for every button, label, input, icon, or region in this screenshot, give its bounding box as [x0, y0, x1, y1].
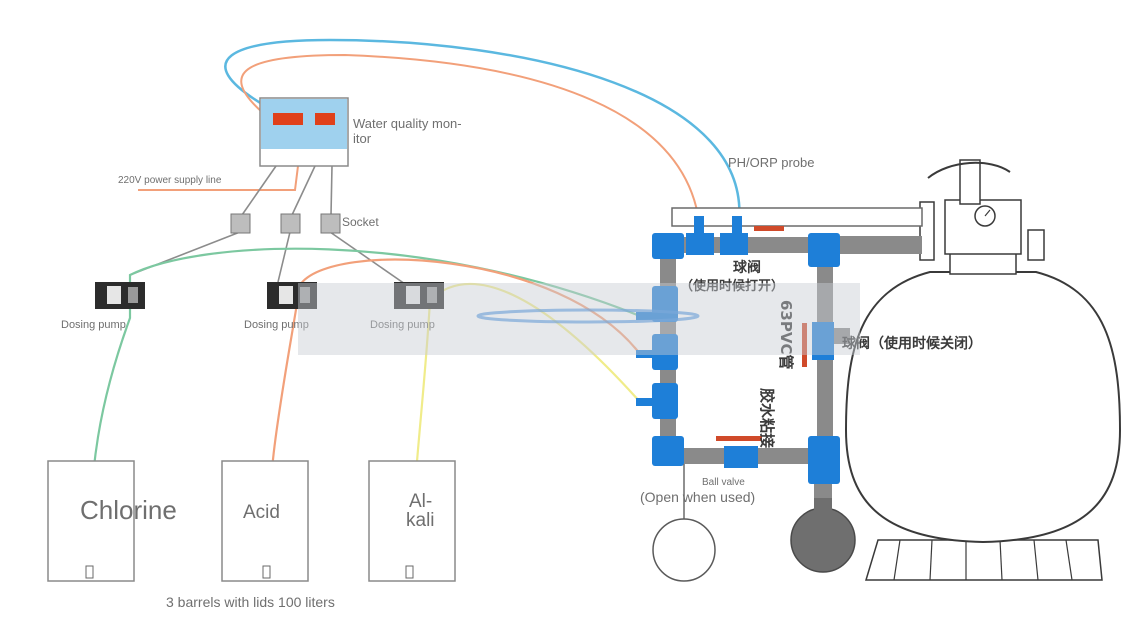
power-supply-line [138, 165, 299, 191]
right-drain-bulb [790, 507, 856, 573]
top-valve-handle [754, 226, 784, 231]
sand-filter [844, 159, 1122, 581]
socket-label: Socket [342, 215, 379, 229]
pump-1-label: Dosing pump [61, 319, 126, 331]
pump-2-label: Dosing pump [244, 319, 309, 331]
sockets [230, 213, 341, 234]
socket-1 [230, 213, 251, 234]
socket-wires [129, 165, 406, 285]
right-valve-handle [802, 323, 807, 367]
dosing-pump-2 [267, 282, 317, 309]
barrel-chlorine [47, 460, 135, 582]
top-ball-valve-label: 球阀 [733, 259, 761, 276]
dosing-pump-3 [394, 282, 444, 309]
bottom-valve-handle [716, 436, 762, 441]
barrel-acid-label: Acid [243, 502, 280, 523]
pvc-note-line1: 63PVC管 [777, 300, 795, 370]
power-line-label: 220V power supply line [118, 175, 222, 186]
ball-valve-handles [716, 226, 807, 441]
barrel-alkali [368, 460, 456, 582]
probe-cable-orange [240, 53, 701, 231]
pump-3-label: Dosing pump [370, 319, 435, 331]
barrel-alkali-label-line1: Al- [409, 491, 432, 512]
probe-cable-blue [224, 38, 741, 231]
barrels-caption: 3 barrels with lids 100 liters [166, 594, 335, 610]
monitor-display-left [273, 113, 303, 125]
left-drain-bulb [652, 518, 716, 582]
barrel-chlorine-label: Chlorine [80, 495, 177, 525]
loop-to-filter-pipe [840, 236, 922, 254]
top-ball-valve-note: （使用时候打开） [680, 278, 784, 294]
monitor-label-line1: Water quality mon- [353, 116, 462, 131]
barrel-foot-valves [85, 565, 414, 579]
watermark-band [298, 283, 860, 355]
right-ball-valve-label: 球阀（使用时候关闭） [842, 335, 982, 352]
filter-inlet-pipe [671, 207, 923, 227]
barrels [47, 460, 456, 582]
bottom-ball-valve-note: (Open when used) [640, 489, 755, 505]
barrel-acid [221, 460, 309, 582]
watermark-logo [476, 308, 700, 324]
dosing-pump-1 [95, 282, 145, 309]
pvc-note-line2: 胶水粘接 [758, 388, 776, 448]
pipe-loop [636, 216, 840, 484]
probe-label: PH/ORP probe [728, 155, 814, 170]
socket-3 [320, 213, 341, 234]
barrel-alkali-label-line2: kali [406, 510, 435, 531]
bottom-ball-valve-label: Ball valve [702, 477, 745, 488]
monitor-display-right [315, 113, 335, 125]
water-quality-monitor [259, 97, 349, 167]
monitor-label-line2: itor [353, 131, 372, 146]
socket-2 [280, 213, 301, 234]
